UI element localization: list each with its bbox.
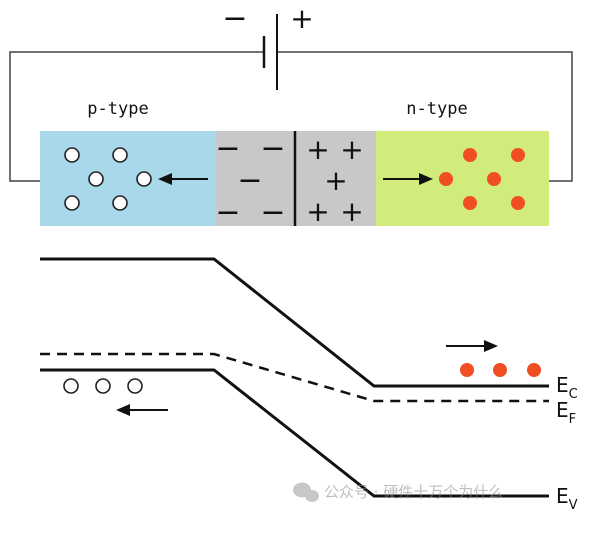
valence-holes — [63, 378, 143, 394]
negative-charge: − — [260, 195, 285, 230]
arrow-right-icon — [383, 173, 433, 185]
ef-label: EF — [556, 398, 576, 427]
hole — [64, 195, 80, 211]
p-type-label: p-type — [87, 99, 148, 119]
svg-text:EF: EF — [556, 398, 576, 427]
holes-p-region — [64, 147, 152, 211]
wechat-icon — [293, 482, 319, 502]
watermark: 公众号 · 硬件十万个为什么 — [293, 482, 503, 502]
electron — [511, 196, 525, 210]
hole — [95, 378, 111, 394]
negative-charge: − — [260, 131, 285, 166]
battery-icon: − + — [222, 1, 314, 90]
battery-minus-label: − — [222, 1, 247, 36]
negative-charge: − — [237, 163, 262, 198]
arrow-left-icon — [158, 173, 208, 185]
left-wire — [9, 51, 264, 182]
hole — [136, 171, 152, 187]
hole — [64, 147, 80, 163]
watermark-text: 公众号 · 硬件十万个为什么 — [324, 483, 503, 501]
conduction-band-line — [40, 257, 549, 388]
band-diagram — [40, 257, 549, 498]
circuit-wires — [9, 51, 573, 182]
n-type-label: n-type — [406, 99, 467, 119]
ec-label: EC — [556, 373, 578, 402]
valence-band-line — [40, 368, 549, 498]
hole — [112, 147, 128, 163]
hole — [112, 195, 128, 211]
positive-charges: + + + + + — [306, 133, 363, 228]
battery-plus-label: + — [290, 2, 313, 35]
fermi-level-line — [40, 352, 549, 403]
positive-charge: + — [324, 164, 347, 197]
hole — [63, 378, 79, 394]
negative-charges: − − − − − — [215, 131, 285, 230]
arrow-right-icon — [446, 340, 498, 352]
electron — [511, 148, 525, 162]
positive-charge: + — [340, 133, 363, 166]
positive-charge: + — [340, 195, 363, 228]
conduction-electrons — [460, 363, 541, 377]
negative-charge: − — [215, 195, 240, 230]
ev-label: EV — [556, 484, 578, 513]
arrow-left-icon — [116, 404, 168, 416]
electron — [439, 172, 453, 186]
right-wire — [276, 51, 573, 182]
electron — [463, 196, 477, 210]
svg-text:EC: EC — [556, 373, 578, 402]
electrons-n-region — [439, 148, 525, 210]
hole — [88, 171, 104, 187]
electron — [460, 363, 474, 377]
positive-charge: + — [306, 195, 329, 228]
hole — [127, 378, 143, 394]
electron — [487, 172, 501, 186]
svg-text:EV: EV — [556, 484, 578, 513]
electron — [463, 148, 477, 162]
electron — [493, 363, 507, 377]
electron — [527, 363, 541, 377]
semiconductor-block — [40, 131, 549, 226]
negative-charge: − — [215, 131, 240, 166]
positive-charge: + — [306, 133, 329, 166]
